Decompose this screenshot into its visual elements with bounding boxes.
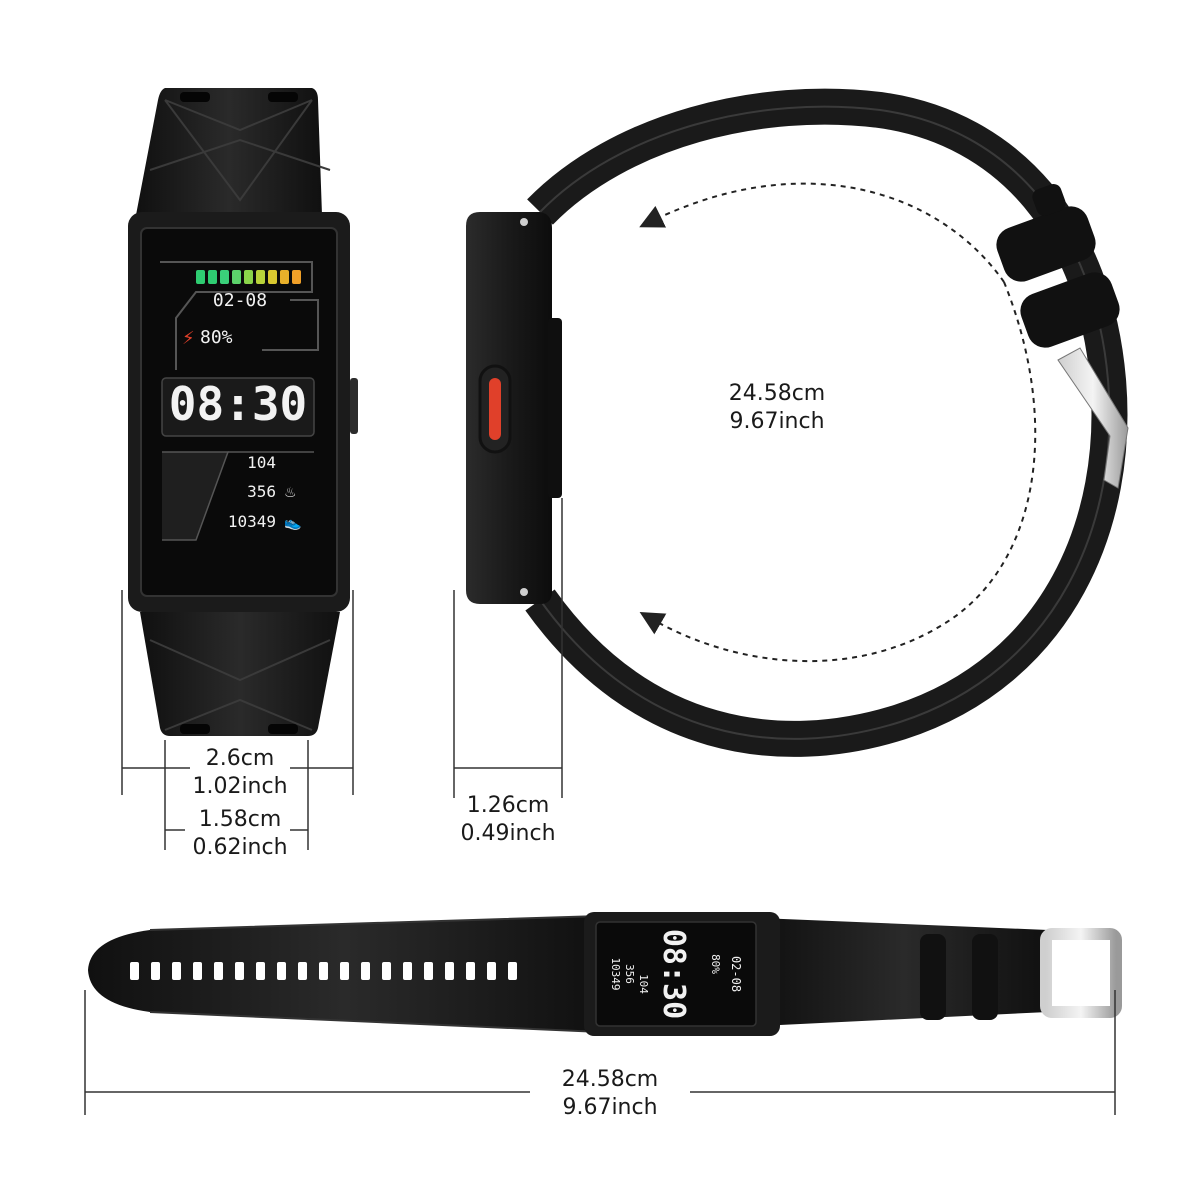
strap-hole [235,962,244,980]
flat-screen-date: 02-08 [729,956,743,992]
thickness-label: 1.26cm 0.49inch [428,792,588,848]
front-body-width-cm: 2.6cm [205,746,275,771]
strap-hole [403,962,412,980]
flat-screen-rotated: 08:30 02-08 80% 104 356 10349 [609,929,743,1019]
strap-hole [277,962,286,980]
lightning-icon: ⚡ [182,328,195,349]
screen-calories: 356 [247,482,276,501]
strap-hole [214,962,223,980]
total-length-cm: 24.58cm [561,1067,659,1092]
flat-buckle [1040,928,1122,1018]
front-dimension-lines [121,590,354,850]
strap-hole [382,962,391,980]
band-keeper-1 [996,206,1096,282]
screen-steps: 10349 [228,512,276,531]
screen-date: 02-08 [213,290,267,311]
flat-screen-battery: 80% [709,954,722,974]
battery-bar-segment [244,270,253,284]
battery-bar-segment [220,270,229,284]
battery-bar-segment [256,270,265,284]
circumference-arrow [639,182,1037,663]
thickness-dimension-lines [453,498,563,798]
circumference-cm: 24.58cm [728,381,826,406]
strap-hole [298,962,307,980]
flat-strap-right [760,918,1048,1026]
strap-hole [424,962,433,980]
battery-bar-segment [232,270,241,284]
total-length-label: 24.58cm 9.67inch [530,1066,690,1122]
strap-hole [466,962,475,980]
strap-hole [193,962,202,980]
front-body-width-inch: 1.02inch [192,774,288,799]
strap-hole [340,962,349,980]
side-buckle [1057,347,1129,489]
length-dimension-lines [84,990,1116,1115]
strap-hole [130,962,139,980]
strap-hole [445,962,454,980]
front-top-strap [136,88,322,215]
strap-hole [487,962,496,980]
front-screen-width-inch: 0.62inch [192,835,288,860]
front-screen-width-cm: 1.58cm [198,807,282,832]
battery-bar-segment [268,270,277,284]
strap-hole [172,962,181,980]
battery-bar-segment [208,270,217,284]
front-screen-width-label: 1.58cm 0.62inch [160,806,320,862]
flat-screen-time: 08:30 [656,929,691,1019]
thickness-inch: 0.49inch [460,821,556,846]
circumference-inch: 9.67inch [729,409,825,434]
flat-screen-calories: 356 [623,964,636,984]
side-view-watch [466,88,1129,757]
strap-hole [319,962,328,980]
strap-hole [361,962,370,980]
band-keeper-2 [1020,272,1120,348]
flat-screen-steps: 10349 [609,957,622,990]
screen-heart-rate: 104 [247,453,276,472]
side-button-red-indicator [489,378,501,440]
strap-hole [508,962,517,980]
circumference-label: 24.58cm 9.67inch [697,380,857,436]
battery-level-bars [196,270,301,284]
front-bottom-strap [140,612,340,736]
screen-time: 08:30 [169,377,307,431]
thickness-cm: 1.26cm [466,793,550,818]
strap-hole [256,962,265,980]
strap-hole [151,962,160,980]
battery-bar-segment [292,270,301,284]
front-view-watch: 02-08 ⚡ 80% 08:30 104 356 ♨ 10349 👟 [128,88,358,736]
shoe-icon: 👟 [284,515,302,531]
flat-view-watch: 08:30 02-08 80% 104 356 10349 [88,912,1122,1036]
battery-bar-segment [280,270,289,284]
battery-bar-segment [196,270,205,284]
flame-icon: ♨ [284,485,297,501]
front-body-width-label: 2.6cm 1.02inch [160,745,320,801]
total-length-inch: 9.67inch [562,1095,658,1120]
screen-battery: 80% [200,327,233,348]
flat-screen-heart-rate: 104 [637,974,650,994]
